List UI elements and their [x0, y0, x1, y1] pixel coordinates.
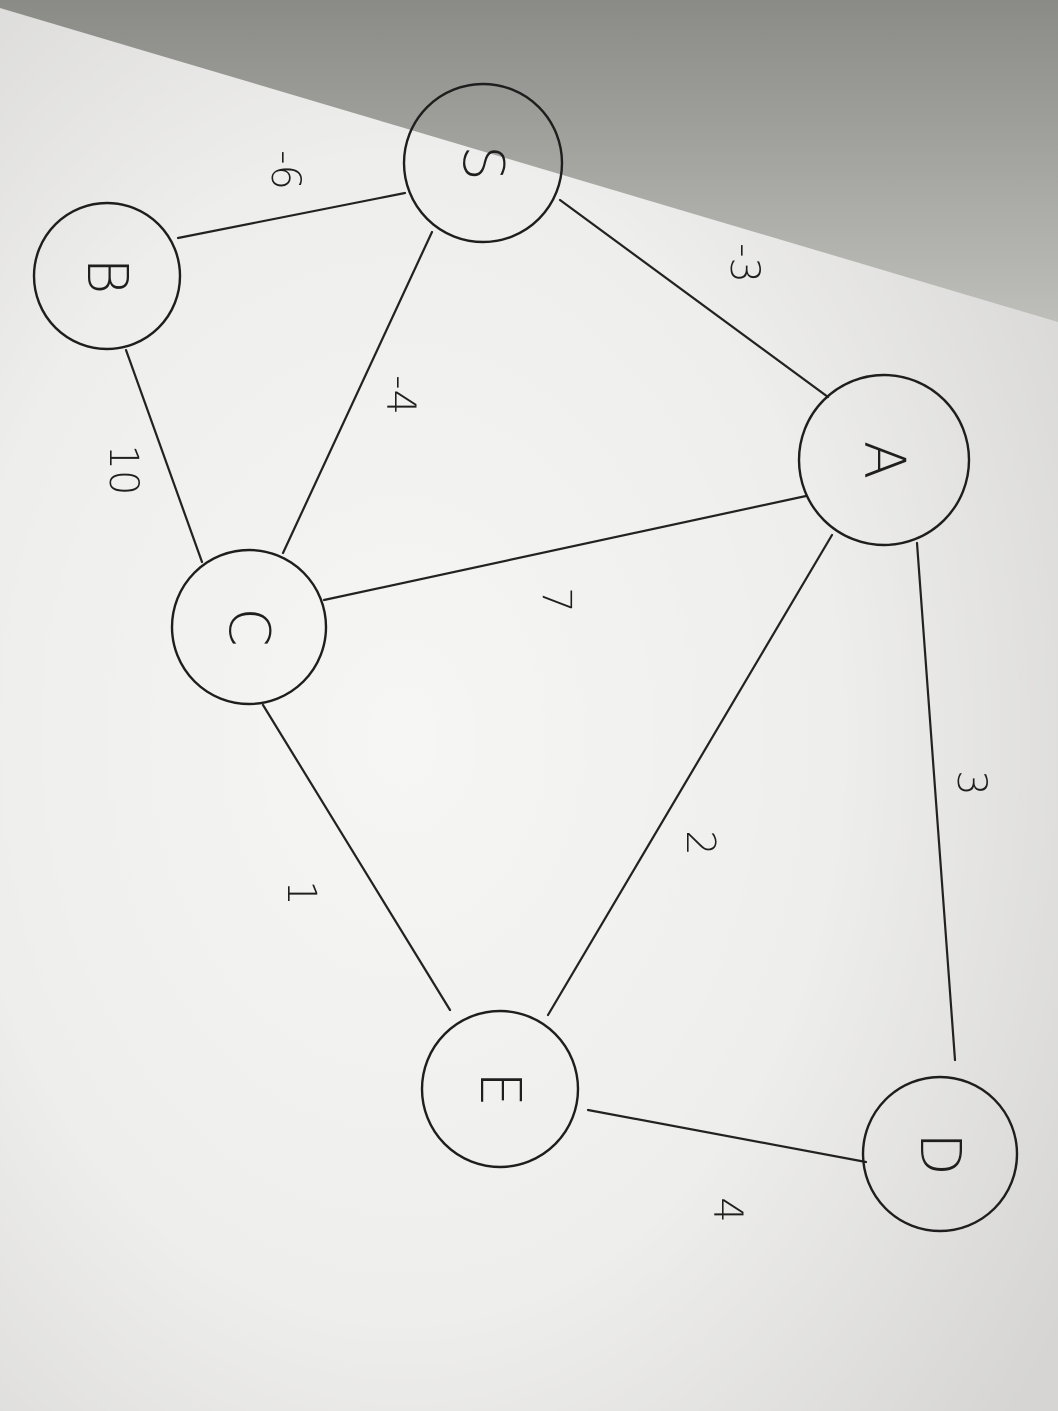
- edge-weight-s-b: -6: [262, 150, 308, 190]
- edge-a-c: [322, 494, 808, 602]
- node-a: A: [797, 373, 971, 547]
- edge-b-c: [124, 348, 204, 564]
- edge-a-d: [915, 541, 957, 1062]
- node-d: D: [861, 1075, 1019, 1233]
- paper-surface: [0, 8, 1058, 1411]
- edge-s-c: [281, 230, 434, 555]
- node-label-e: E: [467, 1071, 532, 1106]
- edge-weight-s-c: -4: [377, 375, 423, 415]
- node-label-b: B: [74, 258, 139, 295]
- edge-s-a: [558, 198, 830, 399]
- edge-weight-a-d: 3: [948, 770, 994, 795]
- edge-labels-layer: -6 -3 -4 10 7 2 3 1 4: [100, 150, 994, 1223]
- edge-c-e: [261, 703, 452, 1012]
- node-s: S: [402, 82, 564, 244]
- edge-a-e: [546, 533, 834, 1017]
- edge-weight-e-d: 4: [704, 1197, 750, 1222]
- edge-e-d: [586, 1108, 868, 1164]
- edge-weight-c-e: 1: [278, 880, 324, 905]
- node-label-d: D: [907, 1132, 972, 1175]
- edge-weight-a-c: 7: [533, 587, 579, 612]
- edges-layer: [124, 191, 957, 1164]
- node-label-s: S: [450, 145, 515, 181]
- edge-s-b: [176, 191, 407, 240]
- node-label-a: A: [851, 441, 916, 479]
- node-label-c: C: [216, 607, 281, 646]
- edge-weight-a-e: 2: [677, 830, 723, 855]
- node-c: C: [170, 548, 328, 706]
- node-b: B: [32, 201, 182, 351]
- edge-weight-s-a: -3: [721, 243, 767, 283]
- node-e: E: [420, 1009, 580, 1169]
- nodes-layer: S B A C E D: [32, 82, 1019, 1233]
- edge-weight-b-c: 10: [100, 445, 146, 496]
